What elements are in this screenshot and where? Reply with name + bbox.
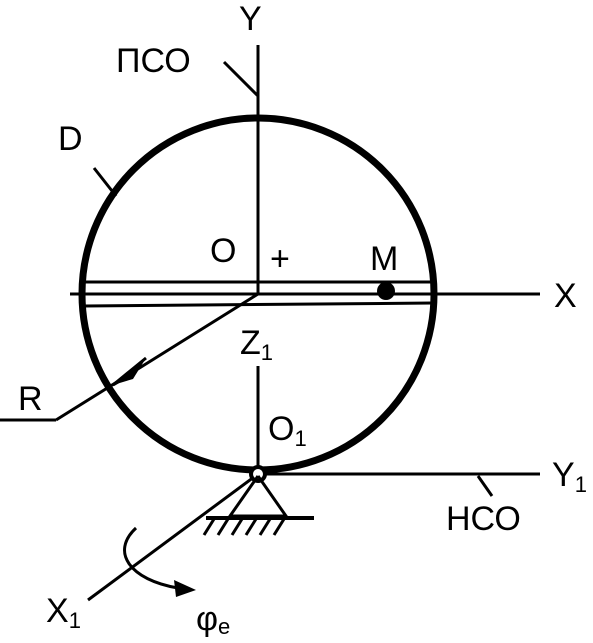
pivot-o1 bbox=[249, 465, 267, 483]
nso-leader bbox=[476, 475, 494, 497]
x1-axis-line bbox=[87, 472, 259, 602]
rotation-arrowhead bbox=[174, 580, 196, 597]
disc-leader bbox=[92, 167, 118, 197]
pso-leader bbox=[222, 60, 260, 98]
radius-label: R bbox=[18, 380, 43, 418]
radius-leader bbox=[112, 356, 147, 387]
rod-bottom-line bbox=[83, 301, 434, 308]
nso-label: НСО bbox=[446, 500, 521, 538]
y1-label: Y1 bbox=[552, 456, 587, 497]
disc-label: D bbox=[58, 120, 83, 158]
x1-label: X1 bbox=[46, 592, 81, 633]
point-m-label: M bbox=[370, 240, 398, 278]
x-axis-label: X bbox=[554, 277, 577, 315]
rotation-arrow bbox=[123, 526, 179, 590]
origin-plus-label: + bbox=[270, 240, 290, 278]
o1-label: O1 bbox=[268, 410, 307, 451]
ground-hatch bbox=[202, 518, 286, 536]
z1-label: Z1 bbox=[240, 324, 273, 365]
phi-e-label: φe bbox=[196, 600, 230, 639]
origin-o-label: O bbox=[210, 232, 236, 270]
radius-line bbox=[55, 292, 259, 422]
point-m-dot bbox=[377, 282, 395, 300]
pso-label: ПСО bbox=[116, 42, 191, 80]
y-axis-label: Y bbox=[239, 0, 262, 38]
